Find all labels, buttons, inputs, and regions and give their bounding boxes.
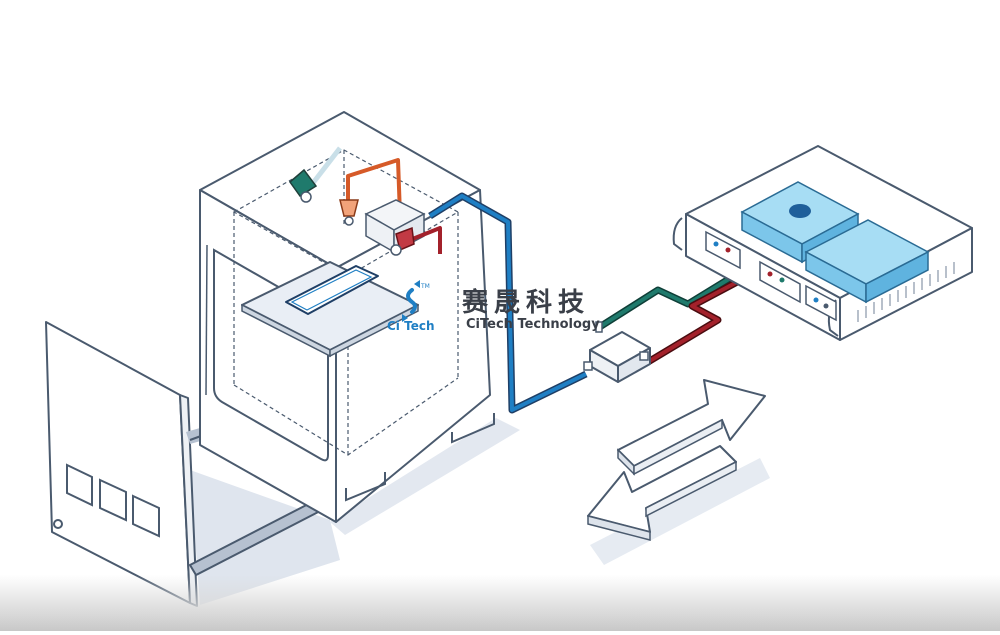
chamber-logo-icon xyxy=(402,280,420,322)
door-window-3 xyxy=(132,494,160,538)
bidirectional-arrow-icon xyxy=(587,379,770,565)
phone-on-platform-icon xyxy=(285,265,379,315)
test-platform xyxy=(241,261,419,358)
chamber-logo-mark: TM xyxy=(421,283,430,290)
bottom-gradient xyxy=(0,575,1000,631)
camera-fixture-teal-icon xyxy=(288,146,342,203)
camera-fixture-orange-icon xyxy=(339,158,402,226)
door-window-2 xyxy=(99,478,127,522)
instrument-module-2 xyxy=(804,219,930,304)
instrument-module-1 xyxy=(740,181,860,264)
rf-cable-teal xyxy=(596,263,752,331)
camera-fixture-red-icon xyxy=(364,199,442,256)
brand-name-en: CiTech Technology xyxy=(466,317,600,332)
shielded-chamber xyxy=(199,111,520,535)
brand-name-cn: 赛晟科技 xyxy=(462,288,591,318)
test-instrument xyxy=(672,145,973,341)
rf-cable-blue xyxy=(428,192,588,414)
chamber-door-panel xyxy=(45,321,340,607)
rf-cable-red xyxy=(646,268,758,366)
door-window-1 xyxy=(66,463,93,507)
rf-splitter-icon xyxy=(583,321,651,383)
chamber-logo-text: Ci Tech xyxy=(387,319,435,333)
